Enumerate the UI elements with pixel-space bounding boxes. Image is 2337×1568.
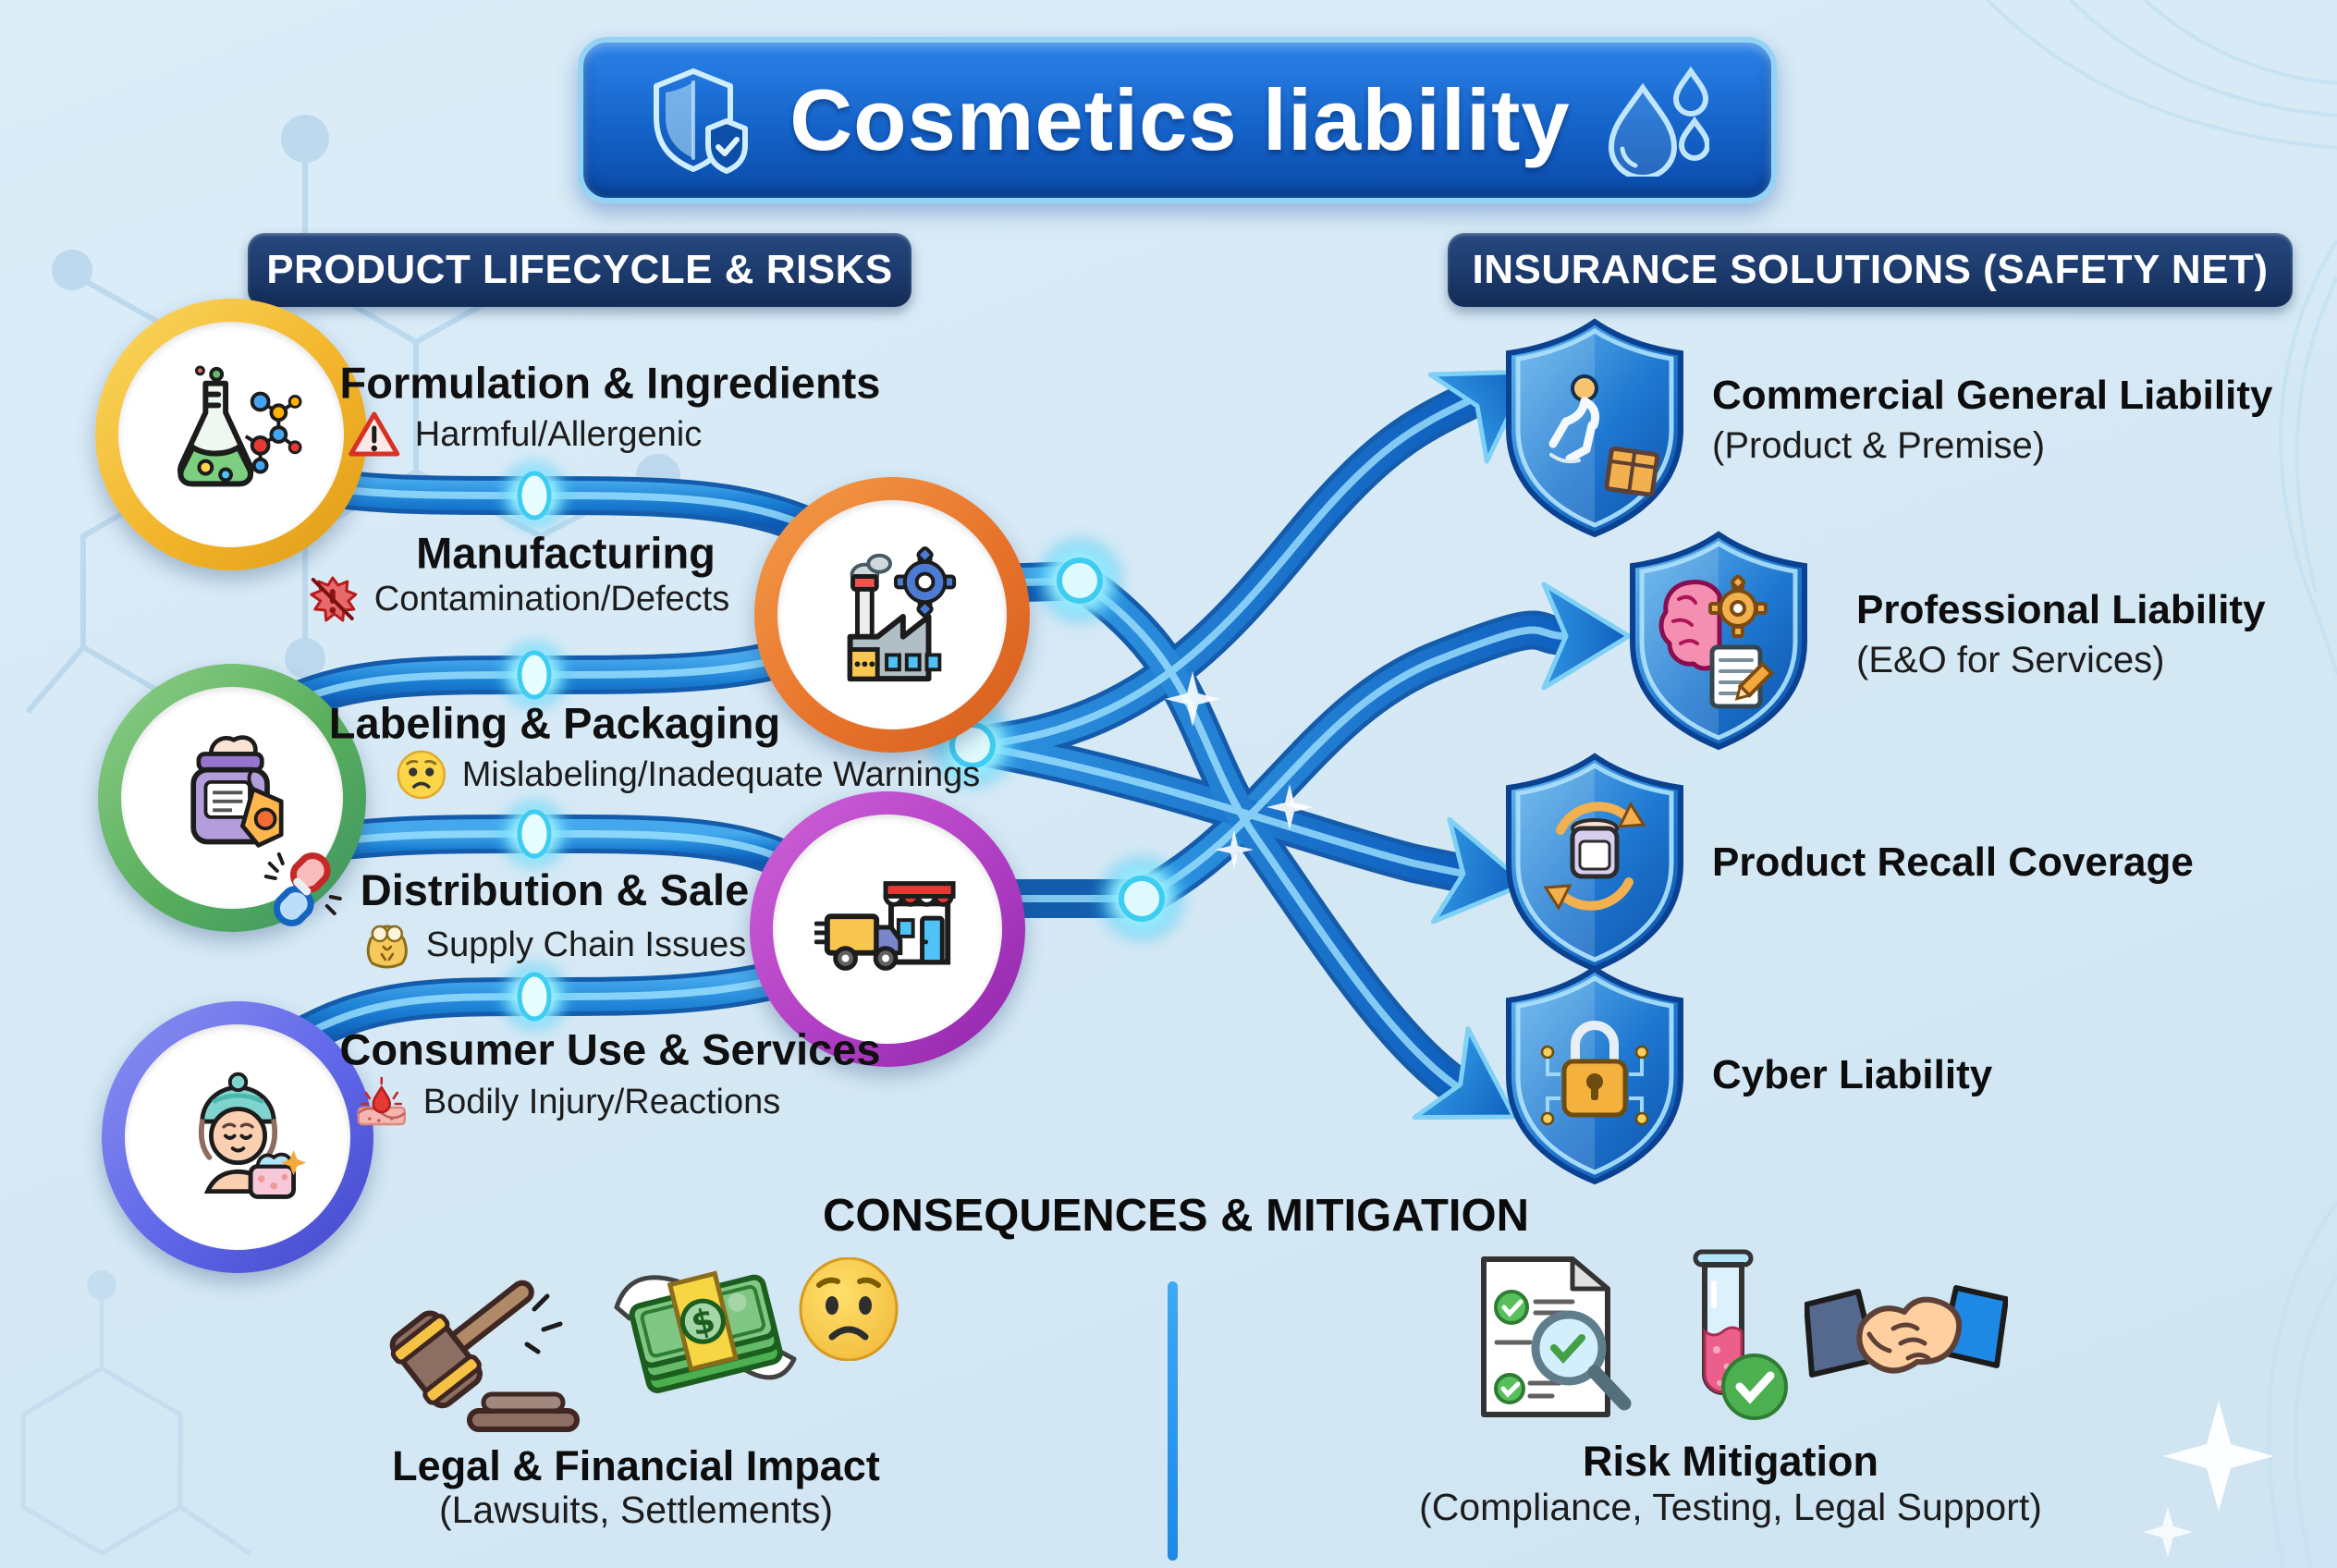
solution-subtitle: (Product & Premise) (1712, 425, 2046, 466)
stage-risk: Contamination/Defects (373, 579, 730, 619)
arrowhead-cyber (1412, 1026, 1517, 1121)
flying-money-icon: $ (614, 1270, 797, 1393)
left-section-header-label: PRODUCT LIFECYCLE & RISKS (266, 247, 893, 292)
legal-impact-subtitle: (Lawsuits, Settlements) (438, 1488, 834, 1531)
stage-row-manufacturing-risk: Contamination/Defects (306, 572, 729, 626)
stage-circle-manufacturing (754, 477, 1030, 753)
skincare-woman-icon (166, 1066, 310, 1209)
stage-row-formulation-title: Formulation & Ingredients (340, 358, 881, 409)
stage-row-distribution-risk: Supply Chain Issues (363, 919, 746, 971)
left-section-header: PRODUCT LIFECYCLE & RISKS (248, 233, 912, 307)
stage-risk: Mislabeling/Inadequate Warnings (461, 754, 981, 794)
stage-row-labeling-title: Labeling & Packaging (329, 698, 780, 749)
stage-title: Consumer Use & Services (339, 1024, 881, 1074)
test-tube-check-icon (1693, 1249, 1788, 1420)
title-banner: Cosmetics liability (578, 37, 1777, 203)
wave-decor-bottom-right (2267, 1200, 2337, 1568)
solution-label-cyber: Cyber Liability (1712, 1049, 1992, 1100)
stage-title: Distribution & Sale (360, 864, 750, 914)
arrowhead-recall (1430, 816, 1528, 925)
shield-lock-icon (1506, 965, 1683, 1185)
stage-title: Formulation & Ingredients (339, 358, 881, 408)
gavel-icon (389, 1280, 580, 1432)
sparkle-icon (2143, 1401, 2274, 1557)
shield-brain-gear-icon (1630, 531, 1807, 751)
stage-title: Labeling & Packaging (328, 698, 781, 748)
stage-circle-consumer (102, 1001, 373, 1273)
risk-mitigation-title: Risk Mitigation (1582, 1438, 1879, 1485)
solution-label-cgl: Commercial General Liability (Product & … (1712, 370, 2272, 472)
arrowhead-cgl (1427, 369, 1533, 464)
braided-arrows (953, 369, 1632, 1121)
right-section-header: INSURANCE SOLUTIONS (SAFETY NET) (1448, 233, 2293, 307)
stage-circle-distribution (750, 791, 1025, 1067)
flask-molecule-icon (158, 361, 304, 508)
compliance-checklist-icon (1481, 1256, 1632, 1417)
stage-circle-labeling (98, 664, 366, 932)
solution-title: Product Recall Coverage (1712, 839, 2194, 885)
cosmetic-jar-tag-icon (162, 728, 302, 868)
skin-irritation-icon (355, 1076, 409, 1128)
wave-decor-top-right (1986, 0, 2337, 676)
stage-row-manufacturing-title: Manufacturing (416, 528, 716, 579)
stage-row-consumer-title: Consumer Use & Services (339, 1024, 880, 1075)
factory-gear-icon (819, 542, 965, 688)
warning-triangle-icon (349, 410, 400, 459)
worried-face-icon (799, 1257, 899, 1361)
bottom-section-header: CONSEQUENCES & MITIGATION (822, 1191, 1530, 1241)
stage-risk: Harmful/Allergenic (414, 414, 703, 454)
solution-label-professional: Professional Liability (E&O for Services… (1856, 584, 2266, 686)
legal-impact-title: Legal & Financial Impact (392, 1442, 880, 1489)
molecule-decor-bottom-left (20, 1270, 251, 1556)
contamination-virus-icon (306, 572, 360, 626)
shield-recall-icon (1506, 753, 1683, 973)
shield-check-icon (645, 64, 754, 177)
water-drops-icon (1606, 64, 1709, 177)
handshake-icon (1805, 1285, 2008, 1378)
arrowhead-professional (1541, 582, 1632, 691)
risk-mitigation-subtitle: (Compliance, Testing, Legal Support) (1419, 1486, 2042, 1528)
broken-chain-icon (259, 845, 346, 934)
storefront-truck-icon (814, 856, 960, 1002)
solution-title: Professional Liability (1856, 587, 2266, 632)
solution-title: Commercial General Liability (1712, 373, 2273, 418)
worried-emoji-icon (396, 749, 447, 801)
solution-title: Cyber Liability (1712, 1052, 1993, 1097)
stage-risk: Supply Chain Issues (425, 925, 747, 964)
stage-row-labeling-risk: Mislabeling/Inadequate Warnings (396, 749, 980, 801)
solution-subtitle: (E&O for Services) (1856, 640, 2165, 680)
right-section-header-label: INSURANCE SOLUTIONS (SAFETY NET) (1472, 247, 2269, 292)
vertical-divider (1168, 1281, 1178, 1561)
shield-slip-box-icon (1506, 318, 1683, 538)
stage-row-formulation-risk: Harmful/Allergenic (349, 410, 702, 459)
glow-nodes (496, 457, 1313, 1035)
stage-row-consumer-risk: Bodily Injury/Reactions (355, 1076, 781, 1128)
supply-bag-icon (363, 919, 411, 971)
stage-row-distribution-title: Distribution & Sale (259, 845, 749, 934)
stage-risk: Bodily Injury/Reactions (422, 1082, 781, 1121)
stage-title: Manufacturing (416, 528, 716, 578)
page-title: Cosmetics liability (789, 71, 1571, 168)
stage-circle-formulation (95, 299, 367, 570)
solution-label-recall: Product Recall Coverage (1712, 837, 2194, 888)
